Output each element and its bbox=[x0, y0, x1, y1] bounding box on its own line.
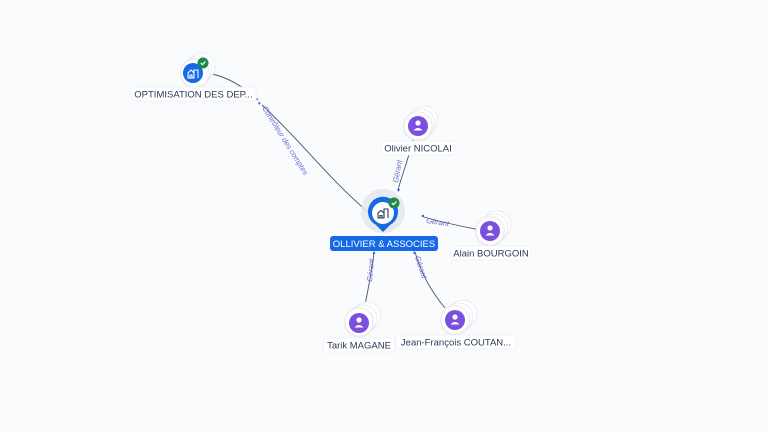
check-icon bbox=[200, 61, 206, 66]
arrow-icon bbox=[397, 189, 400, 192]
node-label-nicolai: Olivier NICOLAI bbox=[384, 144, 452, 155]
edge-gerant-coutan bbox=[414, 251, 446, 309]
node-label-bourgoin: Alain BOURGOIN bbox=[453, 249, 529, 260]
edge-gerant-bourgoin bbox=[423, 216, 481, 231]
node-nicolai[interactable]: Olivier NICOLAI bbox=[380, 105, 456, 156]
node-magane[interactable]: Tarik MAGANE bbox=[322, 301, 396, 353]
node-label-optimisation: OPTIMISATION DES DEP... bbox=[134, 90, 252, 101]
node-bourgoin[interactable]: Alain BOURGOIN bbox=[450, 210, 532, 261]
verified-badge bbox=[388, 197, 400, 209]
node-main[interactable]: OLLIVIER & ASSOCIES bbox=[330, 189, 438, 251]
node-coutan[interactable]: Jean-François COUTAN... bbox=[395, 299, 517, 350]
node-label-main: OLLIVIER & ASSOCIES bbox=[333, 239, 435, 250]
check-icon bbox=[391, 201, 397, 206]
person-icon bbox=[450, 314, 460, 325]
building-icon bbox=[377, 208, 389, 219]
node-optimisation[interactable]: OPTIMISATION DES DEP... bbox=[130, 52, 257, 102]
person-badge bbox=[445, 310, 465, 330]
arrow-icon bbox=[258, 102, 261, 105]
person-badge bbox=[480, 221, 500, 241]
edge-label-controleur: Contrôleur des comptes bbox=[260, 104, 310, 177]
person-icon bbox=[485, 225, 495, 236]
building-icon bbox=[187, 69, 199, 79]
edge-label-gerant-coutan: Gérant bbox=[413, 255, 429, 280]
edge-label-gerant-bourgoin: Gérant bbox=[426, 216, 451, 228]
edges: Contrôleur des comptes Gérant Gérant Gér… bbox=[211, 73, 481, 309]
verified-badge bbox=[197, 57, 209, 69]
person-icon bbox=[413, 120, 423, 131]
edge-gerant-magane bbox=[364, 251, 375, 306]
person-icon bbox=[354, 317, 364, 328]
node-label-magane: Tarik MAGANE bbox=[327, 341, 391, 352]
node-label-coutan: Jean-François COUTAN... bbox=[401, 338, 511, 349]
edge-label-gerant-nicolai: Gérant bbox=[391, 158, 404, 183]
arrow-icon bbox=[413, 251, 416, 254]
edge-label-gerant-magane: Gérant bbox=[365, 258, 376, 283]
arrow-icon bbox=[372, 251, 376, 254]
person-badge bbox=[408, 116, 428, 136]
arrow-icon bbox=[421, 214, 424, 218]
person-badge bbox=[349, 313, 369, 333]
